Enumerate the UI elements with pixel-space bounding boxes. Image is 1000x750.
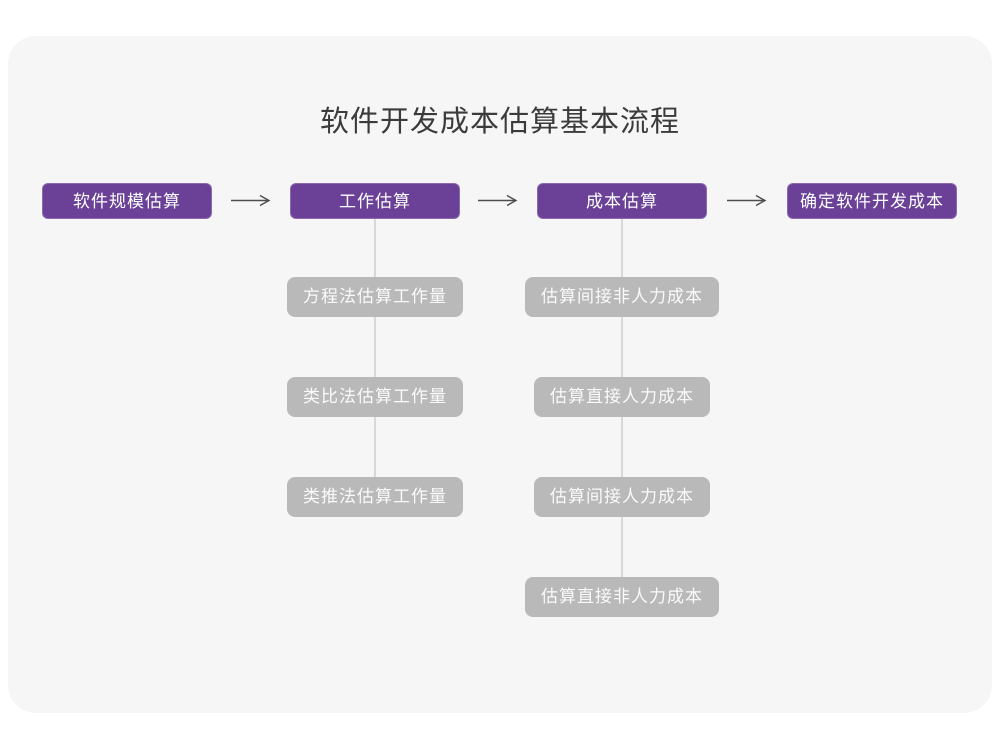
sub-step-indirect-labor-cost: 估算间接人力成本 bbox=[534, 477, 710, 517]
diagram-card bbox=[8, 36, 992, 713]
step-cost-estimation: 成本估算 bbox=[537, 183, 707, 219]
step-determine-development-cost: 确定软件开发成本 bbox=[787, 183, 957, 219]
sub-step-analogy-method: 类比法估算工作量 bbox=[287, 377, 463, 417]
right-arrow-icon bbox=[727, 194, 767, 207]
connector-line-work-estimation bbox=[374, 219, 376, 489]
sub-step-direct-nonlabor-cost: 估算直接非人力成本 bbox=[525, 577, 719, 617]
diagram-title: 软件开发成本估算基本流程 bbox=[319, 106, 680, 138]
sub-step-equation-method: 方程法估算工作量 bbox=[287, 277, 463, 317]
sub-step-indirect-nonlabor-cost: 估算间接非人力成本 bbox=[525, 277, 719, 317]
sub-step-extrapolation-method: 类推法估算工作量 bbox=[287, 477, 463, 517]
right-arrow-icon bbox=[231, 194, 271, 207]
step-software-scale-estimation: 软件规模估算 bbox=[42, 183, 212, 219]
sub-step-direct-labor-cost: 估算直接人力成本 bbox=[534, 377, 710, 417]
step-work-estimation: 工作估算 bbox=[290, 183, 460, 219]
right-arrow-icon bbox=[478, 194, 518, 207]
